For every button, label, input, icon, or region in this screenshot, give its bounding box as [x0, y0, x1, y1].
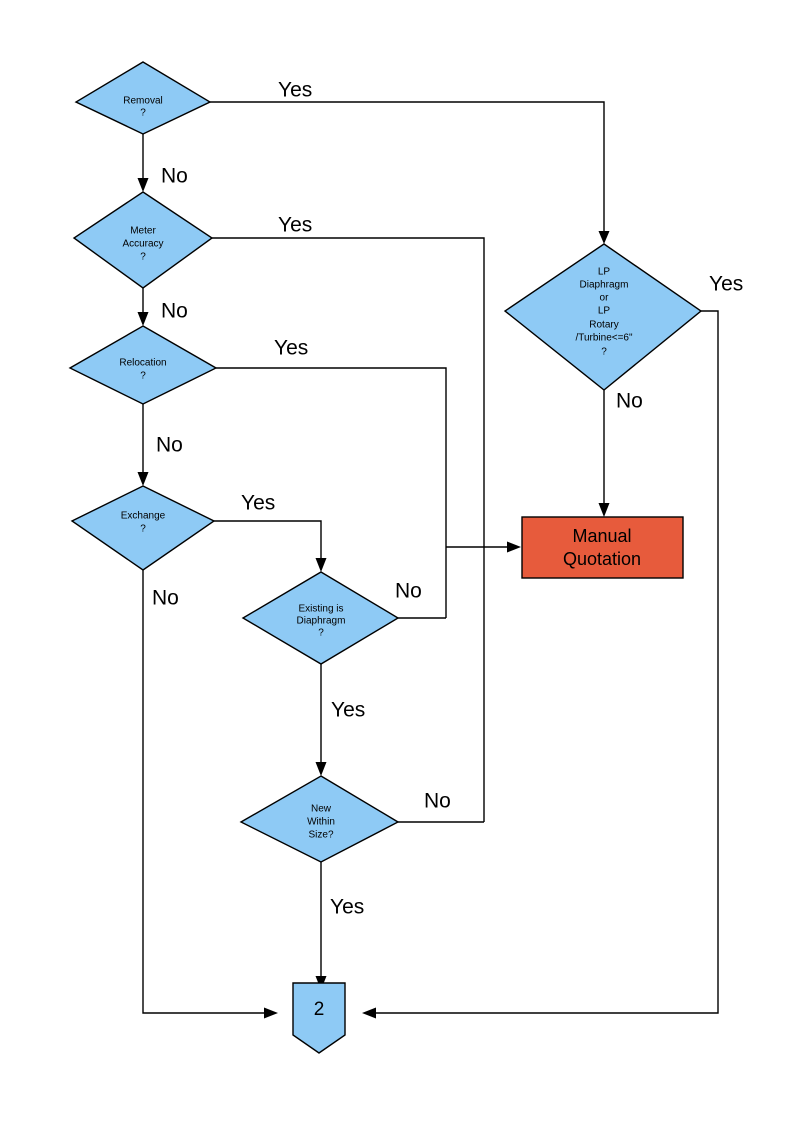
- arrowhead-meter-accuracy-no: [137, 312, 149, 326]
- edge-label-relocation-no: No: [156, 434, 183, 457]
- node-new-within-size[interactable]: New Within Size?: [239, 775, 400, 863]
- edge-label-exchange-no: No: [152, 587, 179, 610]
- relocation-diamond[interactable]: [68, 325, 218, 405]
- removal-diamond[interactable]: [74, 61, 212, 135]
- exchange-label-line-2: ?: [140, 524, 146, 535]
- relocation-label-line-2: ?: [140, 371, 146, 382]
- edge-label-existing-diaphragm-yes: Yes: [331, 699, 365, 722]
- lp-label-line-1: LP: [598, 267, 611, 278]
- removal-label-line-2: ?: [140, 108, 146, 119]
- manual-quotation-label-line-1: Manual: [572, 526, 631, 546]
- existing-is-diaphragm-label-line-3: ?: [318, 628, 324, 639]
- new-within-size-diamond[interactable]: [239, 775, 400, 863]
- arrowhead-existing-diaphragm-yes: [315, 762, 327, 776]
- edge-label-removal-yes: Yes: [278, 79, 312, 102]
- edge-label-new-within-size-no: No: [424, 790, 451, 813]
- node-existing-is-diaphragm[interactable]: Existing is Diaphragm ?: [241, 571, 400, 665]
- lp-diaphragm-diamond[interactable]: [503, 243, 703, 391]
- arrowhead-exchange-no: [264, 1007, 278, 1019]
- manual-quotation-label-line-2: Quotation: [563, 549, 641, 569]
- node-manual-quotation[interactable]: Manual Quotation: [521, 516, 684, 579]
- existing-is-diaphragm-diamond[interactable]: [241, 571, 400, 665]
- arrowhead-lp-no: [598, 503, 610, 517]
- new-within-size-label-line-3: Size?: [308, 830, 333, 841]
- edge-relocation-yes: [216, 367, 447, 618]
- edge-label-exchange-yes: Yes: [241, 492, 275, 515]
- edge-lp-yes: [376, 310, 719, 1014]
- edges-layer: [137, 101, 719, 1019]
- manual-quotation-box[interactable]: [521, 516, 684, 579]
- arrowhead-exchange-yes: [315, 558, 327, 572]
- relocation-label-line-1: Relocation: [119, 358, 166, 369]
- node-meter-accuracy[interactable]: Meter Accuracy ?: [72, 191, 214, 289]
- exchange-label-line-1: Exchange: [121, 511, 166, 522]
- arrowhead-removal-no: [137, 178, 149, 192]
- lp-label-line-3: or: [600, 293, 610, 304]
- edge-label-removal-no: No: [161, 165, 188, 188]
- edge-labels-layer: Yes No Yes No Yes No Yes No No Yes No Ye…: [152, 79, 743, 919]
- edge-removal-yes: [210, 101, 605, 232]
- removal-label-line-1: Removal: [123, 96, 162, 107]
- edge-label-meter-accuracy-yes: Yes: [278, 214, 312, 237]
- edge-label-existing-diaphragm-no: No: [395, 580, 422, 603]
- edge-label-lp-no: No: [616, 390, 643, 413]
- existing-is-diaphragm-label-line-1: Existing is: [298, 604, 343, 615]
- node-relocation[interactable]: Relocation ?: [68, 325, 218, 405]
- node-exchange[interactable]: Exchange ?: [70, 485, 216, 571]
- arrowhead-lp-yes: [362, 1007, 376, 1019]
- edge-meter-accuracy-yes: [212, 237, 485, 822]
- new-within-size-label-line-1: New: [311, 804, 332, 815]
- meter-accuracy-label-line-2: Accuracy: [122, 239, 163, 250]
- edge-label-relocation-yes: Yes: [274, 337, 308, 360]
- new-within-size-label-line-2: Within: [307, 817, 335, 828]
- lp-label-line-5: Rotary: [589, 320, 618, 331]
- node-lp-diaphragm[interactable]: LP Diaphragm or LP Rotary /Turbine<=6" ?: [503, 243, 703, 391]
- edge-label-lp-yes: Yes: [709, 273, 743, 296]
- lp-label-line-6: /Turbine<=6": [575, 333, 633, 344]
- meter-accuracy-label-line-3: ?: [140, 252, 146, 263]
- lp-label-line-7: ?: [601, 347, 607, 358]
- edge-exchange-no: [142, 570, 264, 1014]
- connector-2-shape[interactable]: [292, 982, 346, 1054]
- meter-accuracy-diamond[interactable]: [72, 191, 214, 289]
- exchange-diamond[interactable]: [70, 485, 216, 571]
- node-removal[interactable]: Removal ?: [74, 61, 212, 135]
- node-connector-2[interactable]: 2: [292, 982, 346, 1054]
- edge-label-meter-accuracy-no: No: [161, 300, 188, 323]
- lp-label-line-2: Diaphragm: [580, 280, 629, 291]
- existing-is-diaphragm-label-line-2: Diaphragm: [297, 616, 346, 627]
- arrowhead-removal-yes: [598, 231, 610, 244]
- meter-accuracy-label-line-1: Meter: [130, 226, 156, 237]
- arrowhead-relocation-no: [137, 472, 149, 486]
- edge-exchange-yes: [214, 520, 322, 559]
- edge-label-new-within-size-yes: Yes: [330, 896, 364, 919]
- arrowhead-manual-quotation: [507, 541, 521, 553]
- connector-2-label: 2: [314, 999, 325, 1020]
- lp-label-line-4: LP: [598, 306, 611, 317]
